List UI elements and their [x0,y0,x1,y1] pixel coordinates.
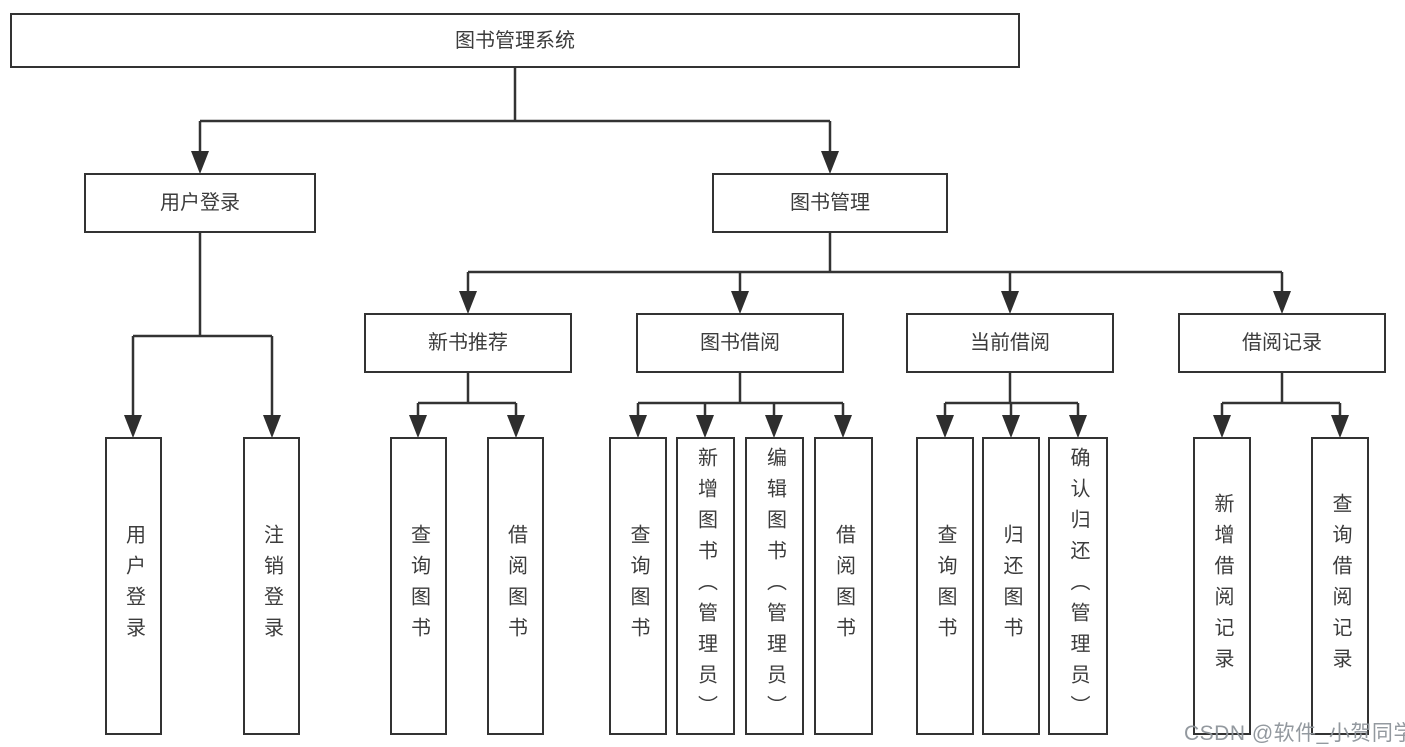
node-label: 归还图书 [1000,524,1022,648]
node-label: 编辑图书（管理员） [763,446,786,726]
node-label: 查询图书 [407,524,430,648]
node-recommend-query-books: 查询图书 [390,437,447,735]
node-borrow-add-books-admin: 新增图书（管理员） [676,437,735,735]
node-label: 用户登录 [122,524,145,648]
node-label: 借阅图书 [504,524,527,648]
node-user-login: 用户登录 [84,173,316,233]
node-current-query-books: 查询图书 [916,437,974,735]
watermark: CSDN @软件_小贺同学 [1184,722,1405,745]
node-current-borrow: 当前借阅 [906,313,1114,373]
node-label: 新增借阅记录 [1211,493,1233,679]
node-borrow-records: 借阅记录 [1178,313,1386,373]
node-records-query-record: 查询借阅记录 [1311,437,1369,735]
node-new-book-recommend: 新书推荐 [364,313,572,373]
node-book-management: 图书管理 [712,173,948,233]
arrowheads [124,151,1349,438]
node-borrow-edit-books-admin: 编辑图书（管理员） [745,437,804,735]
node-current-confirm-return-admin: 确认归还（管理员） [1048,437,1108,735]
node-login-action: 用户登录 [105,437,162,735]
node-label: 新增图书（管理员） [694,446,717,726]
node-records-add-record: 新增借阅记录 [1193,437,1251,735]
node-system-root: 图书管理系统 [10,13,1020,68]
node-label: 查询图书 [627,524,649,648]
node-label: 确认归还（管理员） [1067,446,1089,726]
node-label: 注销登录 [260,524,283,648]
node-recommend-borrow-books: 借阅图书 [487,437,544,735]
node-label: 借阅图书 [832,524,855,648]
node-current-return-books: 归还图书 [982,437,1040,735]
node-label: 查询图书 [934,524,956,648]
node-borrow-borrow-books: 借阅图书 [814,437,873,735]
node-label: 查询借阅记录 [1329,493,1351,679]
node-borrow-query-books: 查询图书 [609,437,667,735]
node-book-borrow: 图书借阅 [636,313,844,373]
node-logout-action: 注销登录 [243,437,300,735]
